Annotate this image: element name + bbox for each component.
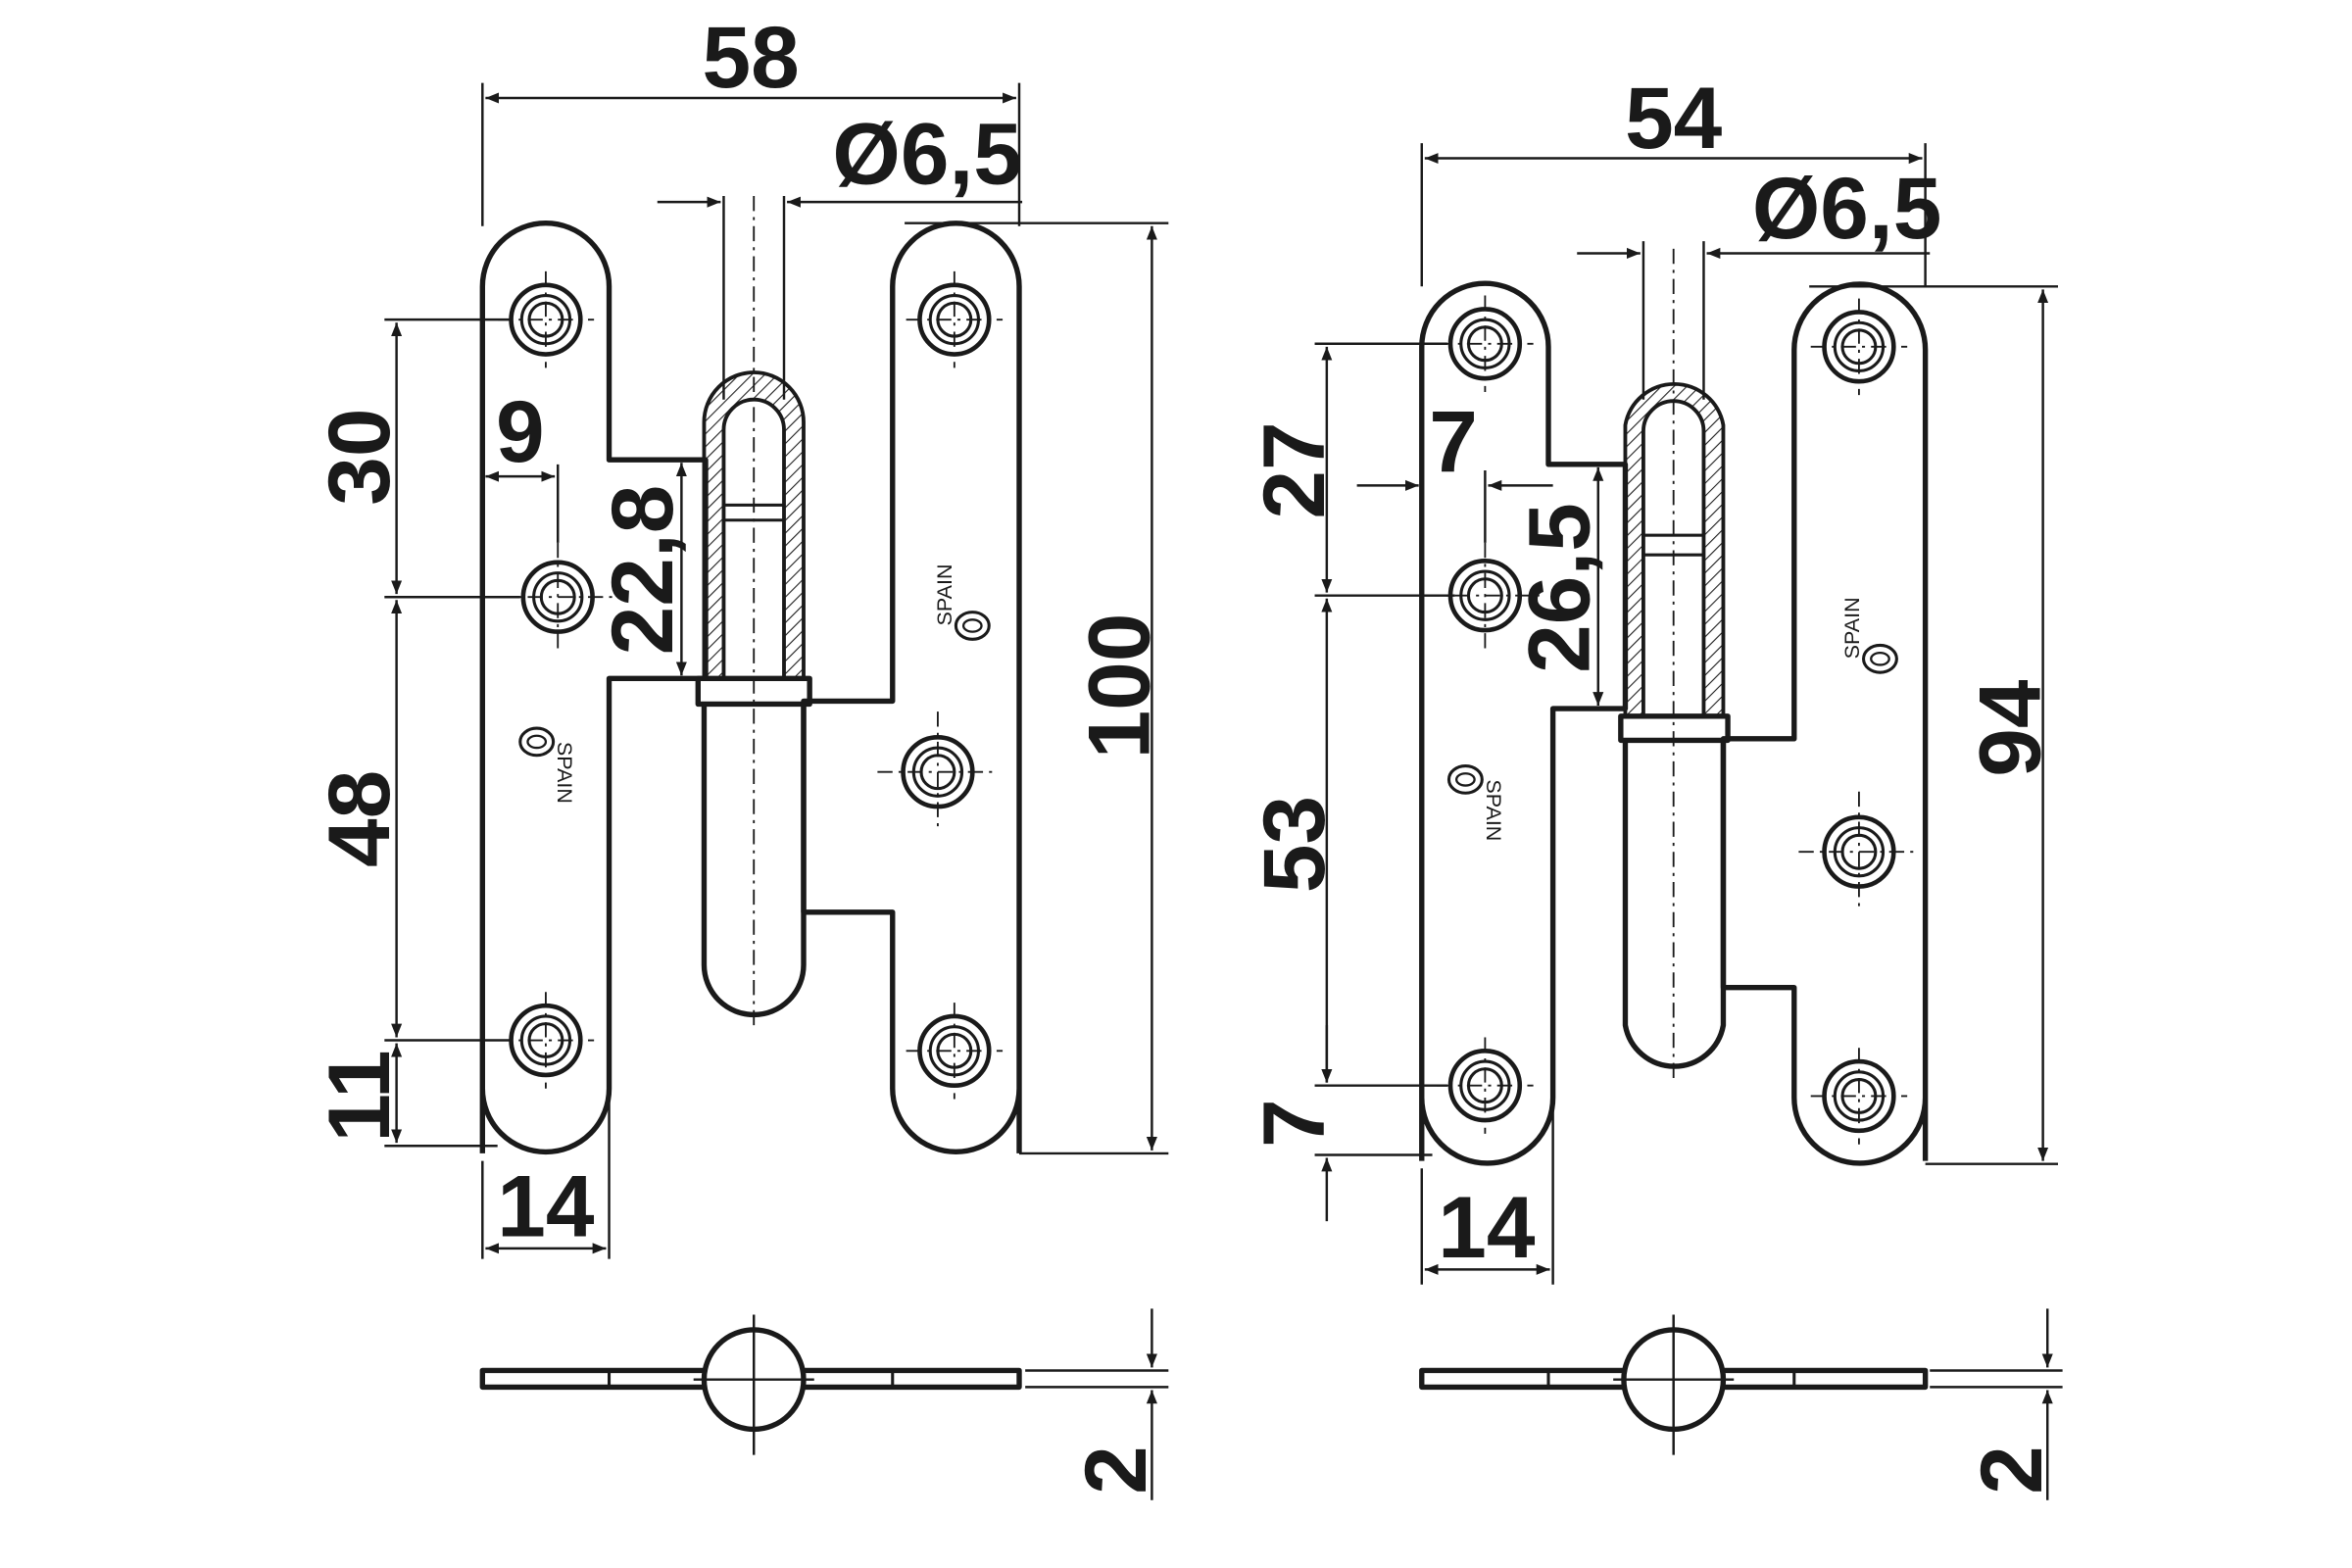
left-hinge-hole-spacing-top-label: 30 — [310, 409, 408, 506]
left-hinge-width-label: 58 — [703, 8, 800, 106]
left-hinge-knuckle-length-label: 22,8 — [593, 485, 691, 656]
hinge-left: SPAIN SPAIN 58 Ø6,5 100 30 48 11 9 — [310, 8, 1169, 1500]
right-hinge-right-leaf — [1720, 281, 1929, 1166]
right-hinge-hole-inset-label: 7 — [1429, 393, 1478, 491]
left-hinge-leaf-width-label: 14 — [497, 1157, 595, 1255]
right-hinge-brand-text-2: SPAIN — [1840, 597, 1864, 659]
left-hinge-height-label: 100 — [1069, 613, 1167, 760]
right-hinge-thickness-label: 2 — [1962, 1446, 2060, 1494]
right-hinge-hole-spacing-main-label: 53 — [1245, 796, 1343, 893]
left-hinge-brand-mark-1: SPAIN — [518, 726, 576, 804]
right-hinge-brand-mark-1: SPAIN — [1446, 763, 1505, 841]
right-hinge-knuckle-length-label: 26,5 — [1510, 503, 1608, 673]
left-hinge-brand-text-1: SPAIN — [553, 742, 576, 804]
left-hinge-left-leaf — [479, 220, 709, 1154]
right-hinge-brand-text-1: SPAIN — [1482, 779, 1505, 841]
left-hinge-right-leaf — [801, 220, 1022, 1154]
left-hinge-brand-text-2: SPAIN — [933, 564, 956, 625]
hinge-right: SPAIN SPAIN 54 Ø6,5 94 27 53 7 7 — [1245, 69, 2063, 1500]
left-hinge-thickness-label: 2 — [1066, 1446, 1164, 1494]
left-hinge-side-view — [479, 1314, 1022, 1455]
left-hinge-brand-mark-2: SPAIN — [933, 564, 991, 641]
left-hinge-hole-edge-offset-label: 11 — [310, 1050, 408, 1142]
right-hinge-side-view — [1419, 1314, 1929, 1455]
right-hinge-pin-diameter-label: Ø6,5 — [1752, 159, 1941, 257]
right-hinge-width-label: 54 — [1625, 69, 1723, 167]
right-hinge-brand-mark-2: SPAIN — [1840, 597, 1898, 674]
right-hinge-hole-edge-offset-label: 7 — [1245, 1099, 1343, 1148]
right-hinge-height-label: 94 — [1961, 679, 2059, 777]
left-hinge-pin-diameter-label: Ø6,5 — [832, 105, 1021, 203]
left-hinge-hole-spacing-main-label: 48 — [310, 770, 408, 867]
left-hinge-hole-inset-label: 9 — [496, 382, 545, 480]
right-hinge-hole-spacing-top-label: 27 — [1245, 421, 1343, 518]
right-hinge-leaf-width-label: 14 — [1438, 1178, 1536, 1276]
